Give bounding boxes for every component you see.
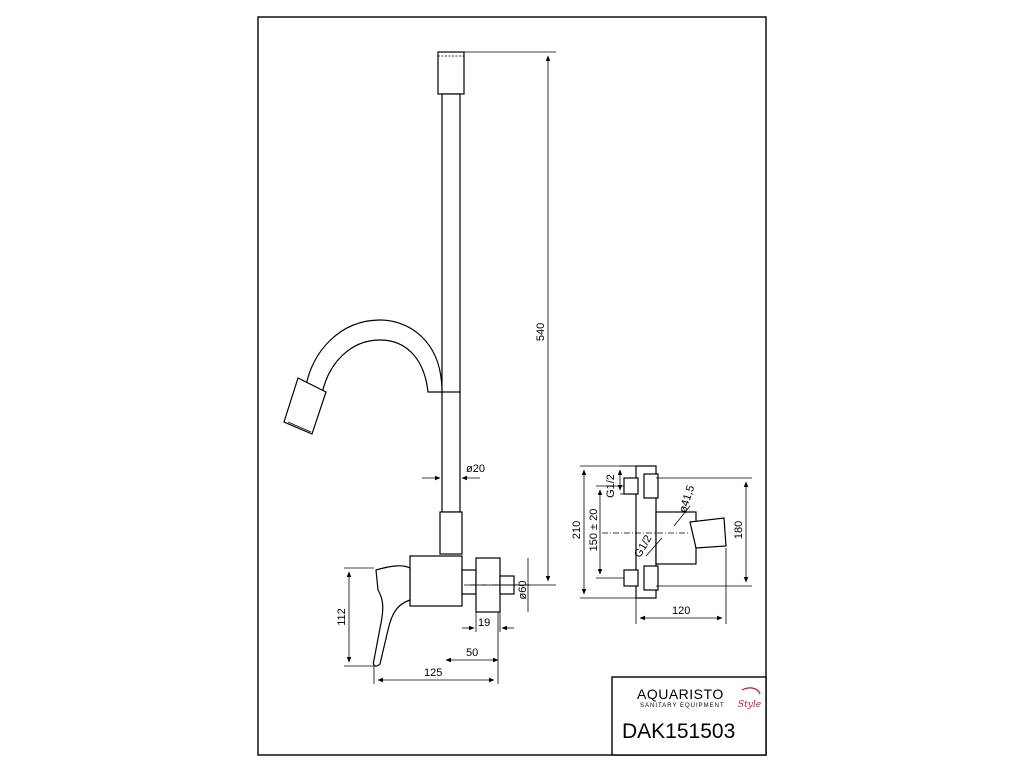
dim-outlet-diameter: ø41,5 (677, 484, 697, 514)
dim-total-height: 210 (571, 521, 583, 539)
brand-swoosh-icon (741, 687, 761, 695)
dim-overall-width: 125 (424, 667, 442, 679)
title-block: AQUARISTO SANITARY EQUIPMENT Style DAK15… (611, 676, 767, 756)
dim-nut-width: 19 (478, 617, 490, 629)
dim-connection-spacing: 150 ± 20 (588, 509, 600, 552)
dim-riser-height: 540 (535, 323, 547, 341)
swivel-collar (439, 511, 463, 555)
mixer-body (409, 555, 463, 607)
front-view (283, 51, 530, 667)
model-code: DAK151503 (622, 720, 735, 743)
dim-pipe-diameter: ø20 (466, 463, 485, 475)
body-neck (461, 569, 477, 595)
lower-nut (643, 565, 659, 591)
riser-pipe (441, 93, 461, 395)
brand-name: AQUARISTO (637, 686, 724, 702)
side-body (655, 511, 697, 565)
dim-body-height: 180 (733, 521, 745, 539)
side-lever (689, 517, 727, 549)
brand-script: Style (738, 700, 761, 710)
front-dimensions: 540 ø20 ø60 112 19 50 125 (336, 51, 556, 684)
lower-connection (623, 569, 639, 587)
riser-tip (437, 51, 465, 95)
brand-logo (636, 686, 742, 708)
dim-body-offset: 50 (466, 647, 478, 659)
spout-outlet (283, 377, 327, 435)
gooseneck-spout (305, 319, 443, 395)
upper-nut (643, 473, 659, 499)
lower-pipe (441, 391, 461, 513)
side-view (602, 465, 727, 599)
sheet-frame (257, 16, 767, 756)
dim-flange-diameter: ø60 (517, 581, 529, 600)
brand-subtitle: SANITARY EQUIPMENT (640, 703, 725, 709)
lever-handle (372, 565, 411, 667)
dim-lever-height: 112 (336, 608, 348, 626)
upper-connection (623, 477, 639, 495)
dim-depth: 120 (672, 605, 690, 617)
